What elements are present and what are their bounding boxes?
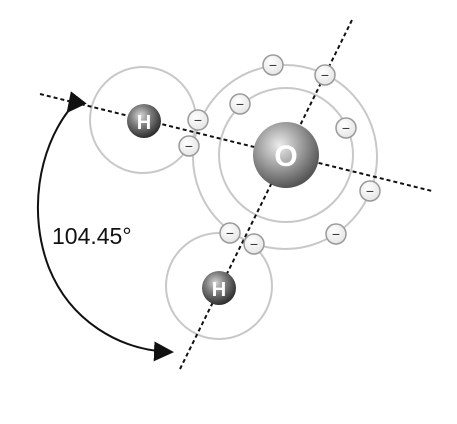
electron: − [178,135,200,157]
svg-text:−: − [194,112,202,128]
hydrogen-bottom-symbol: H [212,279,226,301]
svg-text:−: − [342,120,350,136]
oxygen-outer-orbit [192,64,378,250]
electron: − [262,54,284,76]
electron: − [314,64,336,86]
electron: − [359,180,381,202]
electron: − [229,93,251,115]
svg-text:−: − [185,138,193,154]
hydrogen-top-nucleus [127,104,161,138]
svg-text:−: − [321,67,329,83]
hydrogen-top-bond-axis [39,93,433,192]
bond-angle-label: 104.45° [52,223,132,249]
electron: − [325,223,347,245]
electron: − [219,222,241,244]
oxygen-inner-orbit [218,87,354,223]
electron: − [335,117,357,139]
electron: − [187,109,209,131]
svg-text:−: − [226,225,234,241]
svg-text:−: − [269,57,277,73]
svg-text:−: − [366,183,374,199]
svg-text:−: − [332,226,340,242]
oxygen-symbol: O [274,140,297,173]
electron: − [243,233,265,255]
bond-angle-arrow [36,91,174,362]
oxygen-nucleus [253,122,319,188]
svg-text:−: − [250,236,258,252]
hydrogen-bottom-nucleus [202,271,236,305]
svg-text:−: − [236,96,244,112]
hydrogen-top-symbol: H [137,112,151,134]
